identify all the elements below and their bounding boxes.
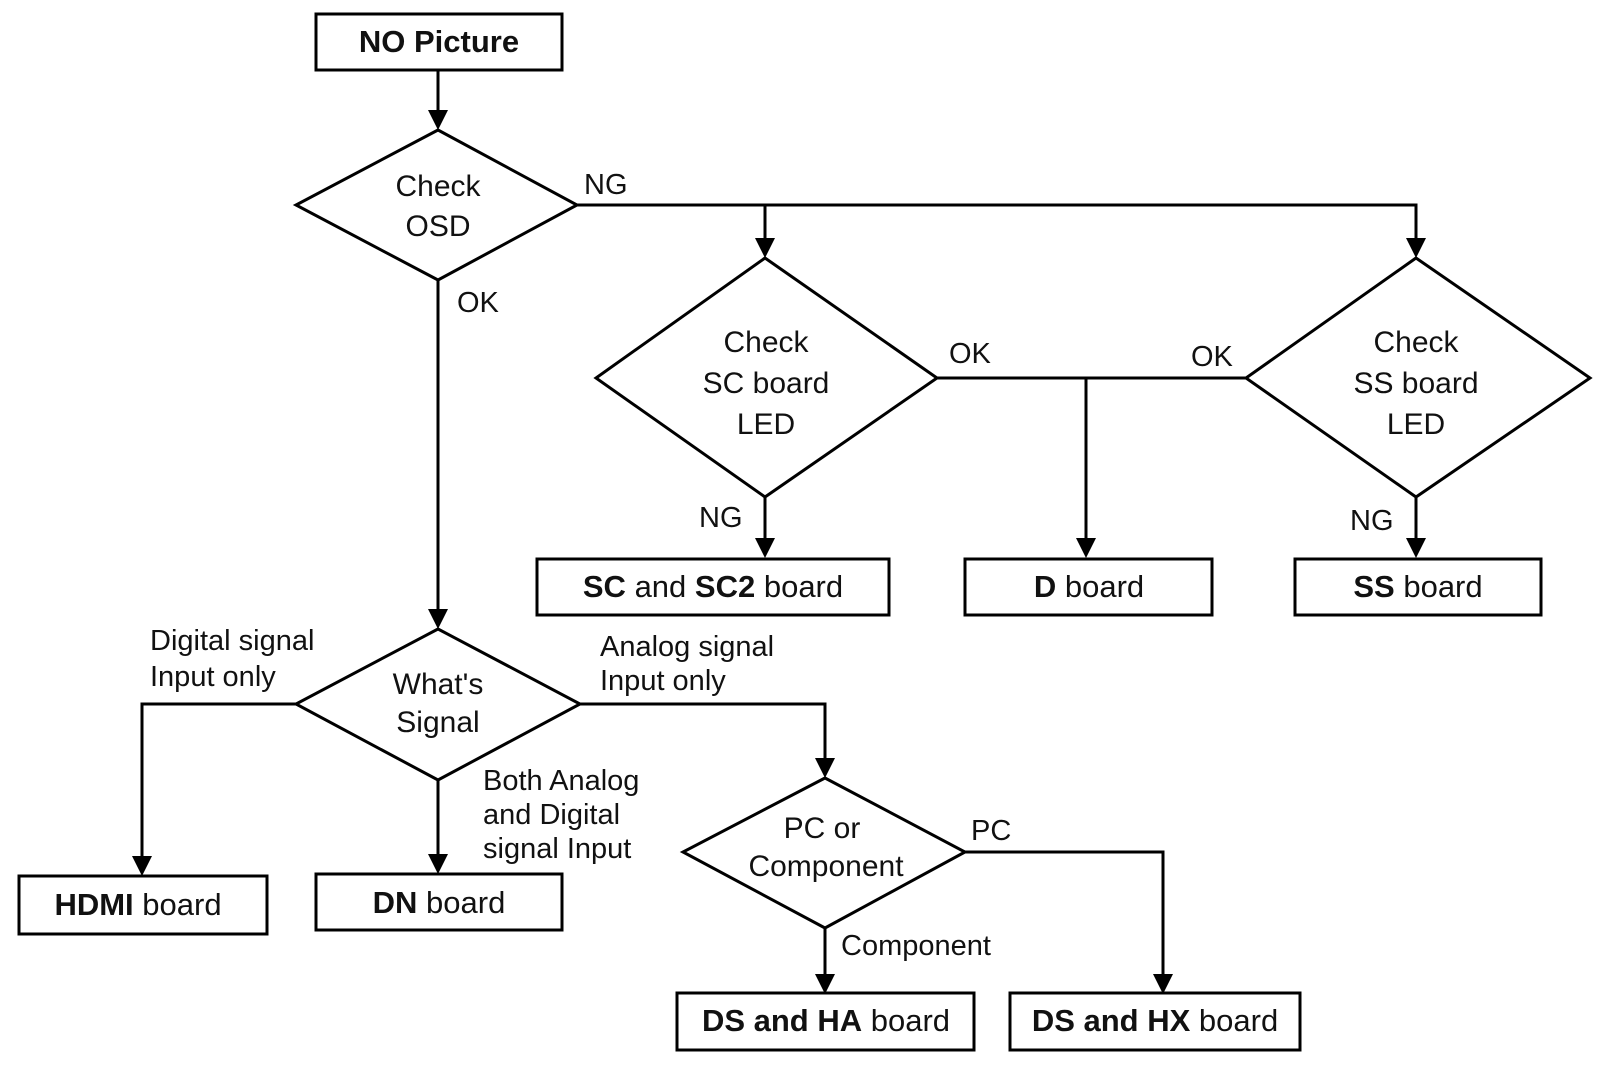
node-label-line: SC board — [703, 367, 830, 400]
edge-label-sc-ok: OK — [949, 338, 992, 370]
edge-label-both: signal Input — [483, 833, 631, 865]
node-check-osd: Check OSD — [292, 128, 581, 282]
node-label-line: What's — [393, 668, 484, 701]
edge-digital-only — [140, 702, 296, 858]
edge-label-osd-ng: NG — [584, 169, 628, 201]
edge-labels: NG OK OK NG OK NG Digital signal Input o… — [150, 169, 1394, 962]
node-no-picture: NO Picture — [314, 12, 564, 72]
arrowhead — [428, 609, 448, 629]
node-label-line: PC or — [784, 812, 861, 845]
node-label-line: Check — [1373, 326, 1459, 359]
label-regular: and — [626, 569, 695, 604]
process-box — [963, 557, 1214, 617]
process-box — [314, 872, 564, 932]
node-label: DN board — [373, 885, 506, 920]
edge-label-analog-only: Input only — [600, 665, 726, 697]
arrowhead — [1076, 538, 1096, 558]
node-label-line: LED — [737, 408, 795, 441]
node-label: D board — [1034, 569, 1144, 604]
label-bold: D — [1034, 569, 1056, 604]
node-label: DS and HA board — [702, 1003, 950, 1038]
node-label-line: Signal — [396, 706, 479, 739]
label-regular: board — [1395, 569, 1483, 604]
node-ds-ha-board: DS and HA board — [675, 991, 976, 1052]
edge-label-component: Component — [841, 930, 991, 962]
label-regular: board — [1190, 1003, 1278, 1038]
arrowhead — [815, 974, 835, 994]
decision-diamond — [1243, 256, 1593, 499]
node-dn-board: DN board — [314, 872, 564, 932]
node-whats-signal: What's Signal — [292, 627, 584, 782]
decision-diamond — [679, 776, 969, 930]
edge-label-osd-ok: OK — [457, 287, 500, 319]
node-d-board: D board — [963, 557, 1214, 617]
decision-diamond — [292, 128, 581, 282]
edge-label-sc-ng: NG — [699, 502, 743, 534]
label-bold: DN — [373, 885, 418, 920]
edge-label-ss-ok: OK — [1191, 341, 1234, 373]
edge-label-pc: PC — [971, 815, 1011, 847]
arrowhead — [1406, 238, 1426, 258]
node-label-line: OSD — [405, 210, 470, 243]
process-box — [675, 991, 976, 1052]
edge-label-both: and Digital — [483, 799, 620, 831]
decision-diamond — [593, 256, 940, 499]
edge-label-analog-only: Analog signal — [600, 631, 774, 663]
node-sc-sc2-board: SC and SC2 board — [535, 557, 891, 617]
process-box — [17, 874, 269, 936]
node-hdmi-board: HDMI board — [17, 874, 269, 936]
node-label: SC and SC2 board — [583, 569, 843, 604]
arrowhead — [755, 538, 775, 558]
process-box — [314, 12, 564, 72]
arrowhead — [428, 110, 448, 130]
process-box — [535, 557, 891, 617]
arrowhead — [755, 238, 775, 258]
edge-label-ss-ng: NG — [1350, 505, 1394, 537]
process-box — [1008, 991, 1302, 1052]
arrowhead — [815, 758, 835, 778]
node-label: HDMI board — [54, 887, 221, 922]
label-bold: HDMI — [54, 887, 133, 922]
node-label-line: Check — [723, 326, 809, 359]
arrowhead — [132, 856, 152, 876]
label-bold: SC2 — [695, 569, 755, 604]
edge-osd-ng-branch — [577, 203, 1418, 240]
edge-pc — [965, 850, 1165, 976]
node-label-line: Check — [395, 170, 481, 203]
node-label: NO Picture — [359, 24, 519, 59]
label-bold: NO Picture — [359, 24, 519, 59]
label-regular: board — [134, 887, 222, 922]
label-regular: board — [1056, 569, 1144, 604]
edge-label-both: Both Analog — [483, 765, 639, 797]
node-check-sc-led: Check SC board LED — [593, 256, 940, 499]
node-label-line: Component — [748, 850, 904, 883]
node-check-ss-led: Check SS board LED — [1243, 256, 1593, 499]
label-regular: board — [755, 569, 843, 604]
label-bold: DS and HX — [1032, 1003, 1191, 1038]
node-ss-board: SS board — [1293, 557, 1543, 617]
arrowhead — [1153, 974, 1173, 994]
node-pc-or-component: PC or Component — [679, 776, 969, 930]
connectors — [132, 70, 1426, 994]
node-label-line: LED — [1387, 408, 1445, 441]
node-label-line: SS board — [1353, 367, 1478, 400]
arrowhead — [428, 854, 448, 874]
node-ds-hx-board: DS and HX board — [1008, 991, 1302, 1052]
node-label: DS and HX board — [1032, 1003, 1278, 1038]
label-regular: board — [862, 1003, 950, 1038]
label-bold: DS and HA — [702, 1003, 862, 1038]
label-regular: board — [417, 885, 505, 920]
arrowhead — [1406, 538, 1426, 558]
edge-analog-only — [580, 702, 827, 760]
edge-label-digital-only: Input only — [150, 661, 276, 693]
decision-diamond — [292, 627, 584, 782]
process-box — [1293, 557, 1543, 617]
label-bold: SC — [583, 569, 626, 604]
label-bold: SS — [1353, 569, 1394, 604]
edge-label-digital-only: Digital signal — [150, 625, 314, 657]
node-label: SS board — [1353, 569, 1482, 604]
